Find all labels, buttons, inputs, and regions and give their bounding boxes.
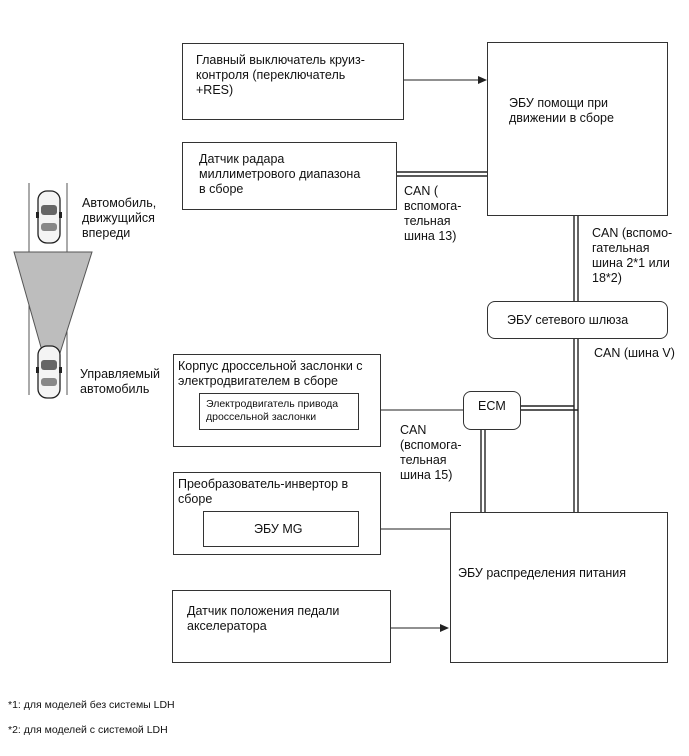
- throttle-body-label: Корпус дроссельной заслонки с электродви…: [178, 359, 363, 388]
- power-ecu-box: [450, 512, 668, 663]
- throttle-motor-box: [199, 393, 359, 430]
- inverter-label: Преобразователь-инвертор в сборе: [178, 477, 349, 506]
- can-13-label: CAN ( вспомога- тельная шина 13): [404, 184, 462, 243]
- can-13-line: [397, 171, 487, 177]
- radar-sensor-label: Датчик радара миллиметрового диапазона в…: [199, 152, 361, 196]
- accel-sensor-box: [172, 590, 391, 663]
- can-2-18-line: [573, 216, 579, 301]
- mg-ecu-label: ЭБУ MG: [254, 522, 303, 536]
- can-v-line: [521, 339, 579, 512]
- own-car-label: Управляемый автомобиль: [80, 367, 160, 396]
- mg-ecu-box: [203, 511, 359, 547]
- driving-assist-ecu-label: ЭБУ помощи при движении в сборе: [509, 96, 614, 125]
- accel-sensor-label: Датчик положения педали акселератора: [187, 604, 340, 633]
- ecm-label: ECM: [478, 399, 506, 413]
- footnote-1: *1: для моделей без системы LDH: [8, 699, 175, 711]
- ecm-box: [463, 391, 521, 430]
- throttle-motor-label: Электродвигатель привода дроссельной зас…: [206, 398, 339, 423]
- can-15-line: [480, 430, 486, 512]
- footnote-2: *2: для моделей с системой LDH: [8, 724, 168, 736]
- radar-sensor-box: [182, 142, 397, 210]
- cruise-switch-label: Главный выключатель круиз- контроля (пер…: [196, 53, 365, 97]
- front-car-icon: [36, 190, 62, 244]
- gateway-ecu-label: ЭБУ сетевого шлюза: [507, 313, 629, 327]
- can-v-label: CAN (шина V): [594, 346, 675, 360]
- driving-assist-ecu-box: [487, 42, 668, 216]
- gateway-ecu-box: [487, 301, 668, 339]
- front-car-label: Автомобиль, движущийся впереди: [82, 196, 157, 240]
- can-2-18-label: CAN (вспомо- гательная шина 2*1 или 18*2…: [592, 226, 673, 285]
- power-ecu-label: ЭБУ распределения питания: [458, 566, 627, 580]
- can-15-label: CAN (вспомога- тельная шина 15): [400, 423, 462, 482]
- cruise-switch-box: [182, 43, 404, 120]
- own-car-icon: [36, 345, 62, 399]
